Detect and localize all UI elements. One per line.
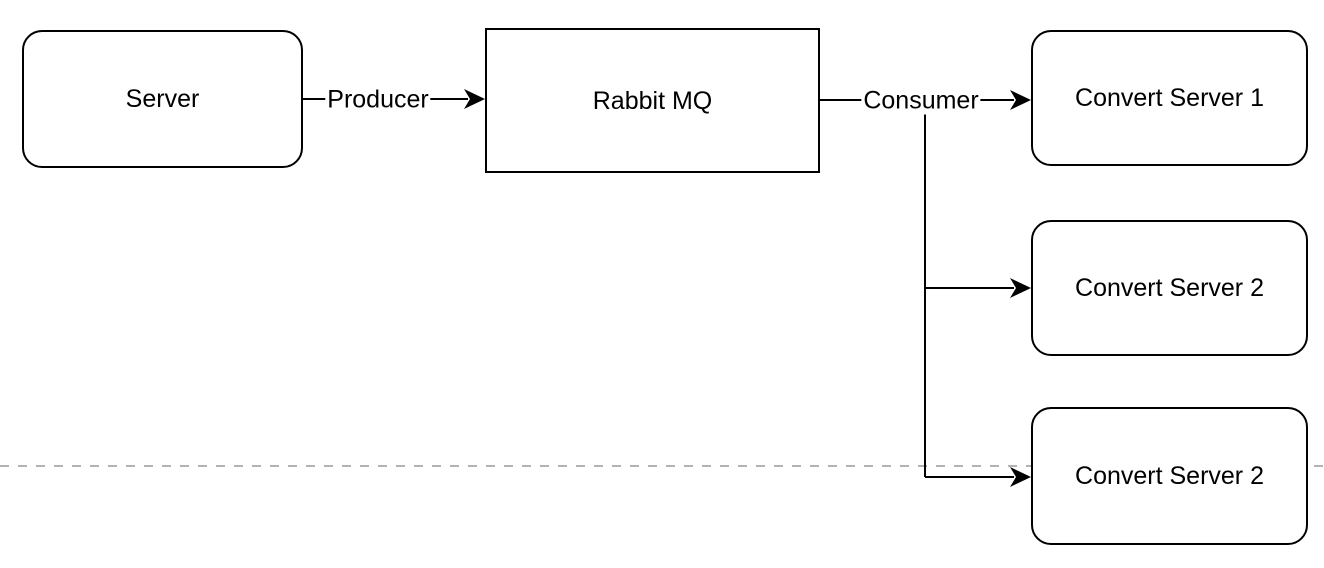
node-server: Server (22, 30, 303, 168)
node-convert-server-3: Convert Server 2 (1031, 407, 1308, 545)
edge-label-producer: Producer (325, 85, 431, 114)
arrowhead-consumer-icon (1010, 90, 1031, 110)
node-rabbit-mq: Rabbit MQ (485, 28, 820, 173)
node-convert-server-1-label: Convert Server 1 (1075, 84, 1264, 112)
arrowhead-convert2-icon (1010, 278, 1031, 298)
node-convert-server-3-label: Convert Server 2 (1075, 462, 1264, 490)
node-server-label: Server (125, 85, 200, 113)
node-convert-server-1: Convert Server 1 (1031, 30, 1308, 166)
node-convert-server-2: Convert Server 2 (1031, 220, 1308, 356)
node-convert-server-2-label: Convert Server 2 (1075, 274, 1264, 302)
edge-label-consumer: Consumer (861, 86, 981, 115)
node-rabbit-mq-label: Rabbit MQ (592, 86, 713, 115)
arrowhead-convert3-icon (1010, 467, 1031, 487)
arrowhead-producer-icon (464, 89, 485, 109)
